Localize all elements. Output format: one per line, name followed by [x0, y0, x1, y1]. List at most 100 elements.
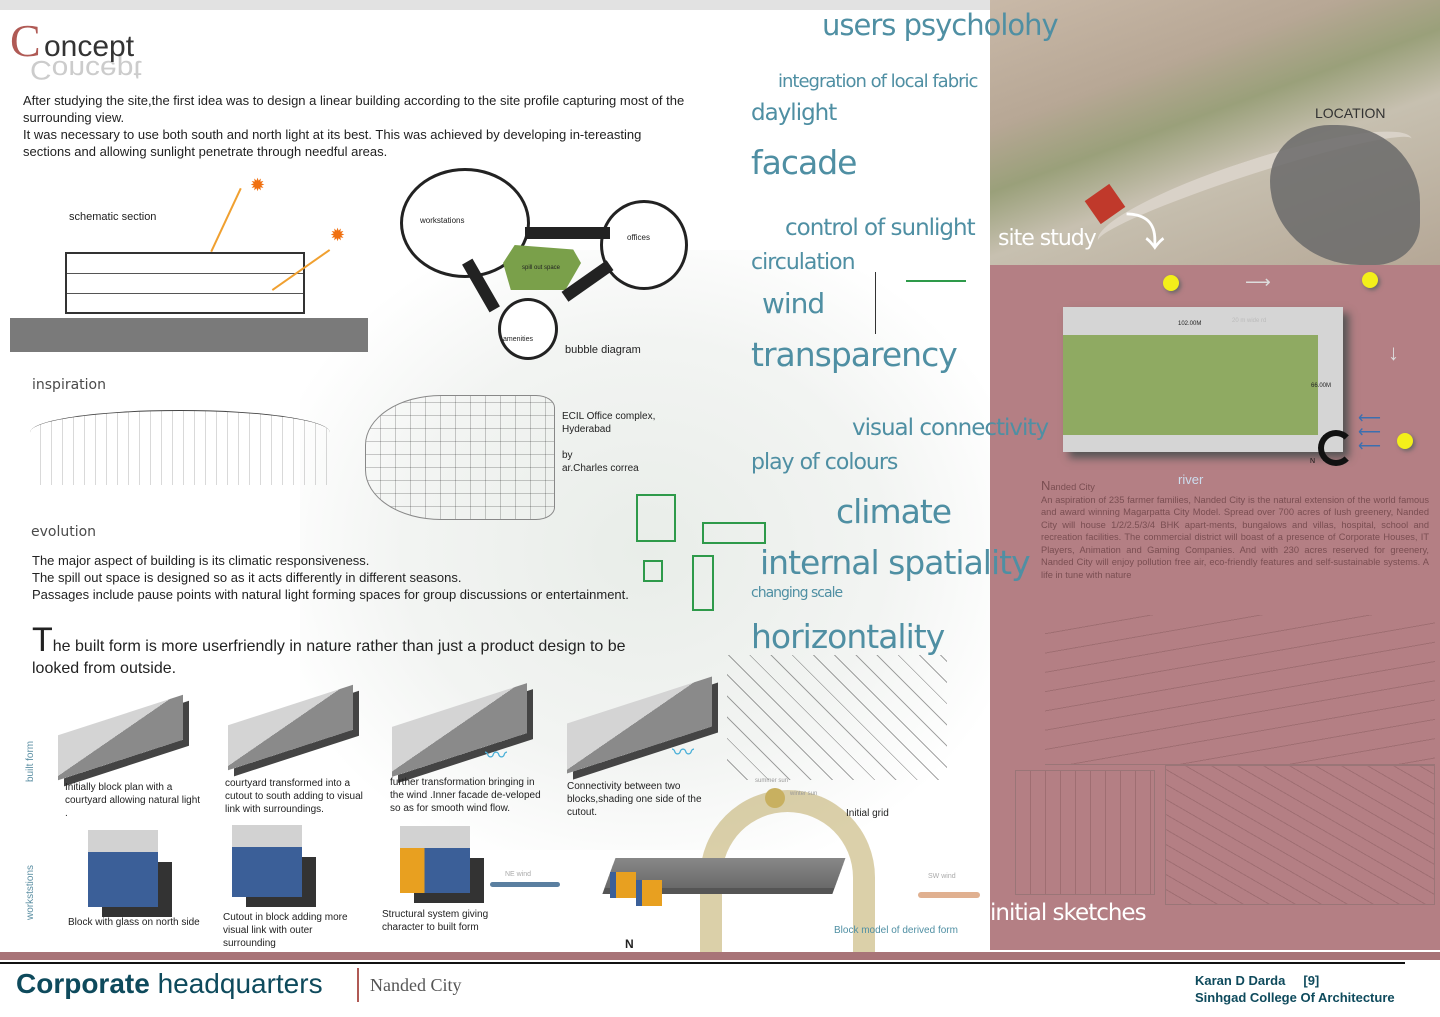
- keyword: internal spatiality: [760, 543, 1031, 582]
- summer-sun-label: summer sun: [755, 778, 789, 784]
- built-form-caption: further transformation bringing in the w…: [390, 777, 541, 814]
- river-label: river: [1178, 472, 1204, 487]
- bubble-label: amenities: [503, 336, 533, 343]
- built-form-caption: Initially block plan with a courtyard al…: [65, 782, 201, 819]
- project-title: Corporate headquarters: [16, 968, 323, 1000]
- workstation-caption: Structural system giving character to bu…: [382, 909, 489, 933]
- built-form-label: built form: [25, 740, 36, 782]
- spill-out-space: [503, 245, 581, 290]
- author-block: Karan D Darda [9] Sinhgad College Of Arc…: [1195, 972, 1395, 1006]
- author-name: Karan D Darda: [1195, 973, 1286, 988]
- north-compass: [1318, 430, 1354, 466]
- sun-icon: ✹: [330, 225, 346, 245]
- sun-icon: [1362, 272, 1378, 288]
- keyword: circulation: [751, 250, 856, 275]
- grid-sketch: [636, 494, 676, 542]
- keyword: transparency: [751, 335, 958, 374]
- workstations-label: workststions: [25, 864, 36, 920]
- ecil-architect: ar.Charles correa: [562, 463, 639, 474]
- wind-arrow-icon: 〰: [672, 740, 695, 765]
- sun-icon: [1163, 275, 1179, 291]
- sketch-perspective-1: [1045, 615, 1435, 765]
- bubble-label: spill out space: [522, 265, 561, 271]
- cube-model-2: [232, 825, 302, 897]
- road-note: 20 m wide rd: [1232, 318, 1267, 324]
- built-form-caption: Connectivity between two blocks,shading …: [567, 781, 702, 818]
- nanded-body: An aspiration of 235 farmer families, Na…: [1041, 494, 1429, 580]
- evolution-paragraph-1: The major aspect of building is its clim…: [32, 553, 370, 568]
- bubble-label: workstations: [420, 216, 465, 225]
- sunlight-section-sketch: [875, 272, 975, 334]
- block-model-caption: Block model of derived form: [834, 925, 958, 936]
- sketches-label: initial sketches: [990, 900, 1147, 926]
- nanded-title: anded City: [1050, 482, 1095, 492]
- nanded-title-initial: N: [1041, 478, 1051, 493]
- initial-grid-sketch: [727, 655, 947, 780]
- grid-sketch: [692, 555, 714, 611]
- footer-divider: [357, 968, 359, 1002]
- sun-ray: [210, 187, 242, 253]
- intro-paragraph-1: After studying the site,the first idea w…: [23, 93, 685, 125]
- intro-text: After studying the site,the first idea w…: [23, 92, 688, 160]
- grid-sketch: [643, 560, 663, 582]
- title-initial: C: [10, 15, 41, 66]
- ecil-plan: [365, 395, 555, 520]
- evolution-paragraph-3: Passages include pause points with natur…: [32, 587, 629, 602]
- sketch-perspective-2: [1015, 770, 1155, 895]
- keyword: horizontality: [751, 617, 945, 656]
- cube-model-3: [400, 826, 470, 893]
- wind-arrow-icon: 〰: [485, 743, 508, 768]
- keyword: changing scale: [751, 585, 843, 601]
- keyword: control of sunlight: [785, 215, 976, 241]
- bubble-amenities: [498, 298, 558, 360]
- arrow-down-icon: ↓: [1388, 340, 1399, 365]
- nanded-city-logo: Nanded City: [370, 975, 462, 995]
- ne-wind-arrow: [490, 882, 560, 887]
- keyword: wind: [762, 287, 825, 320]
- keyword: climate: [836, 492, 952, 531]
- project-title-bold: Corporate: [16, 968, 150, 999]
- model-structure: [610, 872, 636, 898]
- built-form-caption: courtyard transformed into a cutout to s…: [225, 778, 363, 815]
- keyword: daylight: [751, 100, 837, 126]
- cube-model-1: [88, 830, 158, 907]
- schematic-section: [10, 248, 368, 352]
- model-structure: [636, 880, 662, 906]
- statement-text: he built form is more userfriendly in na…: [32, 638, 626, 677]
- keyword: users psycholohy: [822, 8, 1059, 42]
- keyword: play of colours: [751, 450, 898, 475]
- sw-wind-label: SW wind: [928, 873, 956, 880]
- wind-arrows-icon: ⟵⟵⟵: [1358, 410, 1381, 455]
- ecil-by: by: [562, 450, 573, 461]
- evolution-paragraph-2: The spill out space is designed so as it…: [32, 570, 462, 585]
- bubble-diagram-label: bubble diagram: [565, 344, 641, 356]
- ecil-reference: ECIL Office complex, Hyderabad by ar.Cha…: [562, 410, 682, 475]
- page-title: oncept: [44, 30, 135, 63]
- college-name: Sinhgad College Of Architecture: [1195, 990, 1395, 1005]
- passage: [525, 227, 610, 239]
- arrow-right-icon: ⟶: [1245, 272, 1271, 292]
- section-label: schematic section: [69, 211, 157, 223]
- evolution-text: The major aspect of building is its clim…: [32, 552, 662, 603]
- dimension-top: 102.00M: [1178, 321, 1202, 327]
- intro-paragraph-2: It was necessary to use both south and n…: [23, 127, 642, 159]
- block-model-1: [58, 694, 183, 781]
- summer-sun-icon: [765, 788, 785, 808]
- bubble-label: offices: [627, 233, 650, 242]
- sketch-perspective-3: [1165, 765, 1435, 905]
- evolution-heading: evolution: [31, 524, 97, 540]
- site-study-label: site study: [998, 226, 1097, 251]
- design-statement: The built form is more userfriendly in n…: [32, 623, 652, 680]
- keyword: integration of local fabric: [778, 71, 978, 92]
- workstation-caption: Cutout in block adding more visual link …: [223, 912, 348, 949]
- north-label: N: [1310, 458, 1316, 465]
- footer-band: [0, 952, 1440, 960]
- nanded-city-description: Nanded City An aspiration of 235 farmer …: [1041, 478, 1429, 581]
- project-title-rest: headquarters: [149, 968, 323, 999]
- sun-icon: [1397, 433, 1413, 449]
- winter-sun-label: winter sun: [790, 791, 818, 797]
- keyword: visual connectivity: [852, 415, 1049, 441]
- workstation-caption: Block with glass on north side: [68, 917, 200, 928]
- inspiration-section-sketch: [30, 410, 330, 485]
- statement-initial: T: [32, 621, 53, 659]
